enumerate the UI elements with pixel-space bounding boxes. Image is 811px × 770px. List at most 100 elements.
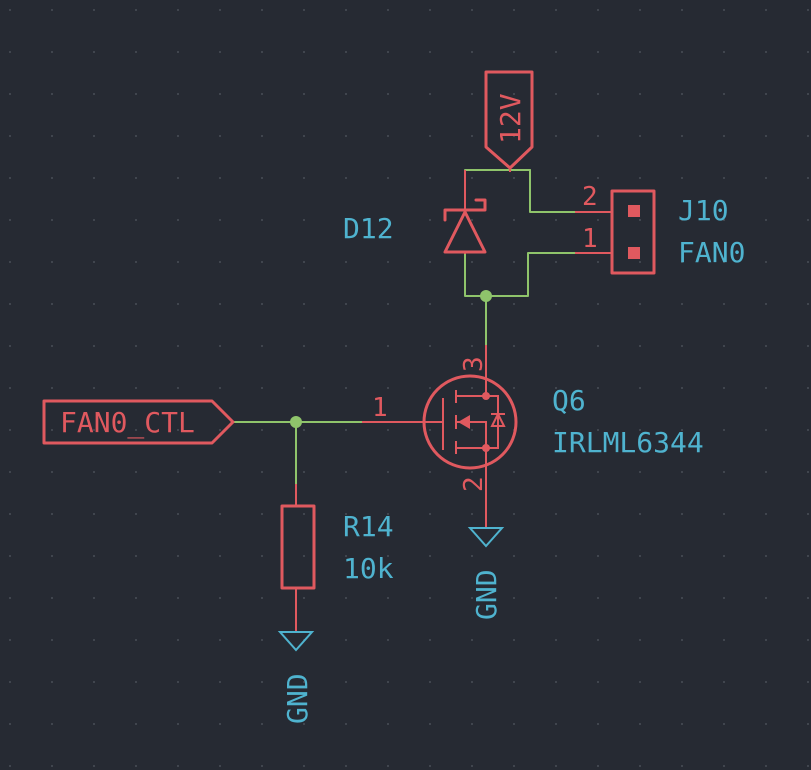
- grid-point: [429, 723, 431, 725]
- grid-point: [135, 387, 137, 389]
- grid-point: [135, 219, 137, 221]
- grid-point: [555, 723, 557, 725]
- grid-point: [219, 261, 221, 263]
- grid-point: [177, 471, 179, 473]
- grid-point: [135, 303, 137, 305]
- grid-point: [765, 51, 767, 53]
- grid-point: [219, 93, 221, 95]
- grid-point: [135, 93, 137, 95]
- grid-point: [303, 765, 305, 767]
- grid-point: [639, 261, 641, 263]
- grid-point: [9, 261, 11, 263]
- grid-point: [135, 513, 137, 515]
- grid-point: [219, 513, 221, 515]
- grid-point: [471, 555, 473, 557]
- grid-point: [639, 765, 641, 767]
- grid-point: [765, 429, 767, 431]
- junction-drain: [480, 290, 492, 302]
- mosfet-pin-source: 2: [459, 476, 489, 492]
- grid-point: [51, 681, 53, 683]
- grid-point: [513, 135, 515, 137]
- grid-point: [93, 597, 95, 599]
- grid-point: [93, 513, 95, 515]
- grid-point: [135, 51, 137, 53]
- grid-point: [513, 513, 515, 515]
- connector-value: FAN0: [678, 236, 745, 269]
- grid-point: [219, 387, 221, 389]
- grid-point: [387, 429, 389, 431]
- grid-point: [471, 429, 473, 431]
- grid-point: [9, 555, 11, 557]
- grid-point: [219, 303, 221, 305]
- grid-point: [219, 345, 221, 347]
- grid-point: [513, 555, 515, 557]
- grid-point: [471, 681, 473, 683]
- resistor-ref: R14: [343, 510, 394, 543]
- grid-point: [513, 765, 515, 767]
- power-port-label: 12V: [494, 93, 527, 144]
- grid-point: [303, 135, 305, 137]
- grid-point: [429, 471, 431, 473]
- grid-point: [471, 345, 473, 347]
- grid-point: [93, 471, 95, 473]
- grid-point: [639, 387, 641, 389]
- grid-point: [681, 51, 683, 53]
- grid-point: [555, 9, 557, 11]
- grid-point: [9, 135, 11, 137]
- grid-point: [303, 597, 305, 599]
- grid-point: [93, 387, 95, 389]
- grid-point: [135, 135, 137, 137]
- grid-point: [51, 177, 53, 179]
- grid-point: [9, 51, 11, 53]
- grid-point: [93, 219, 95, 221]
- grid-point: [261, 513, 263, 515]
- grid-point: [681, 723, 683, 725]
- grid-point: [345, 219, 347, 221]
- mosfet-body-diode-wire: [486, 395, 499, 449]
- grid-point: [555, 387, 557, 389]
- grid-point: [513, 597, 515, 599]
- grid-point: [471, 135, 473, 137]
- connector-pin1-number: 1: [582, 224, 598, 254]
- grid-point: [471, 513, 473, 515]
- grid-point: [9, 9, 11, 11]
- grid-point: [261, 9, 263, 11]
- grid-point: [639, 555, 641, 557]
- grid-point: [345, 723, 347, 725]
- grid-point: [597, 135, 599, 137]
- grid-point: [219, 177, 221, 179]
- grid-point: [597, 429, 599, 431]
- grid-point: [597, 219, 599, 221]
- grid-point: [681, 303, 683, 305]
- grid-point: [177, 597, 179, 599]
- grid-point: [219, 51, 221, 53]
- grid-point: [93, 9, 95, 11]
- grid-point: [93, 681, 95, 683]
- grid-point: [723, 219, 725, 221]
- grid-point: [9, 345, 11, 347]
- grid-point: [723, 681, 725, 683]
- mosfet-body-diode: [490, 411, 506, 427]
- grid-point: [9, 93, 11, 95]
- grid-point: [681, 177, 683, 179]
- grid-point: [177, 681, 179, 683]
- grid-point: [51, 555, 53, 557]
- grid-point: [345, 639, 347, 641]
- grid-point: [765, 681, 767, 683]
- grid-point: [261, 597, 263, 599]
- grid-point: [639, 639, 641, 641]
- grid-point: [219, 135, 221, 137]
- grid-point: [513, 219, 515, 221]
- diode-ref: D12: [343, 212, 394, 245]
- grid-point: [261, 681, 263, 683]
- grid-point: [177, 429, 179, 431]
- grid-point: [807, 471, 809, 473]
- grid-point: [387, 345, 389, 347]
- grid-point: [807, 261, 809, 263]
- grid-point: [681, 345, 683, 347]
- grid-point: [177, 723, 179, 725]
- grid-point: [471, 471, 473, 473]
- grid-point: [429, 345, 431, 347]
- grid-point: [597, 765, 599, 767]
- grid-point: [9, 681, 11, 683]
